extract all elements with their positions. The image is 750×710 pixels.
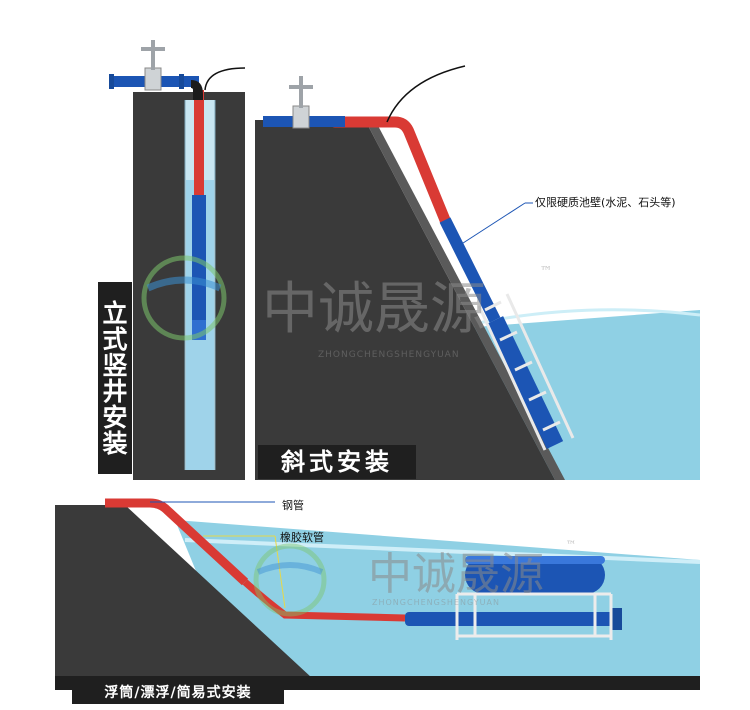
floating-install-diagram [55, 498, 700, 690]
float-soil [55, 505, 325, 690]
watermark-tm-main: ™ [540, 264, 552, 278]
inclined-install-diagram [255, 65, 700, 480]
watermark-brand-main: 中诚晟源 [262, 277, 486, 342]
slope-soil [255, 120, 555, 480]
gate-valve [141, 40, 165, 91]
inclined-pipe-blue [439, 217, 501, 323]
pump-body [192, 195, 206, 320]
watermark-pinyin-main: ZHONGCHENGSHENGYUAN [318, 350, 460, 360]
steel-pipe-label: 钢管 [282, 499, 304, 512]
floating-pump [405, 608, 622, 630]
floating-caption: 浮筒/漂浮/简易式安装 [72, 682, 284, 704]
inclined-pipe-red [329, 116, 451, 226]
watermark-tm-second: ™ [566, 540, 576, 551]
power-cable [204, 67, 246, 91]
rising-pipe [194, 90, 204, 200]
watermark-pinyin-second: ZHONGCHENGSHENGYUAN [372, 598, 500, 607]
watermark-logo [141, 255, 227, 341]
watermark-logo-2 [253, 543, 327, 617]
steel-pipe [105, 498, 249, 586]
float-frame [455, 592, 613, 640]
hard-wall-note: 仅限硬质池壁(水泥、石头等) [535, 196, 676, 209]
incline-gate-valve [289, 76, 313, 129]
rubber-hose-label: 橡胶软管 [280, 531, 324, 544]
vertical-well-caption: 立式竖井安装 [98, 282, 132, 474]
inclined-pump [477, 293, 575, 451]
incline-power-cable [386, 65, 466, 123]
watermark-brand-second: 中诚晟源 [368, 549, 544, 600]
float-drum [465, 556, 605, 594]
hard-wall-callout-line [459, 202, 526, 246]
rubber-hose [242, 579, 406, 622]
inclined-caption: 斜式安装 [258, 445, 416, 479]
